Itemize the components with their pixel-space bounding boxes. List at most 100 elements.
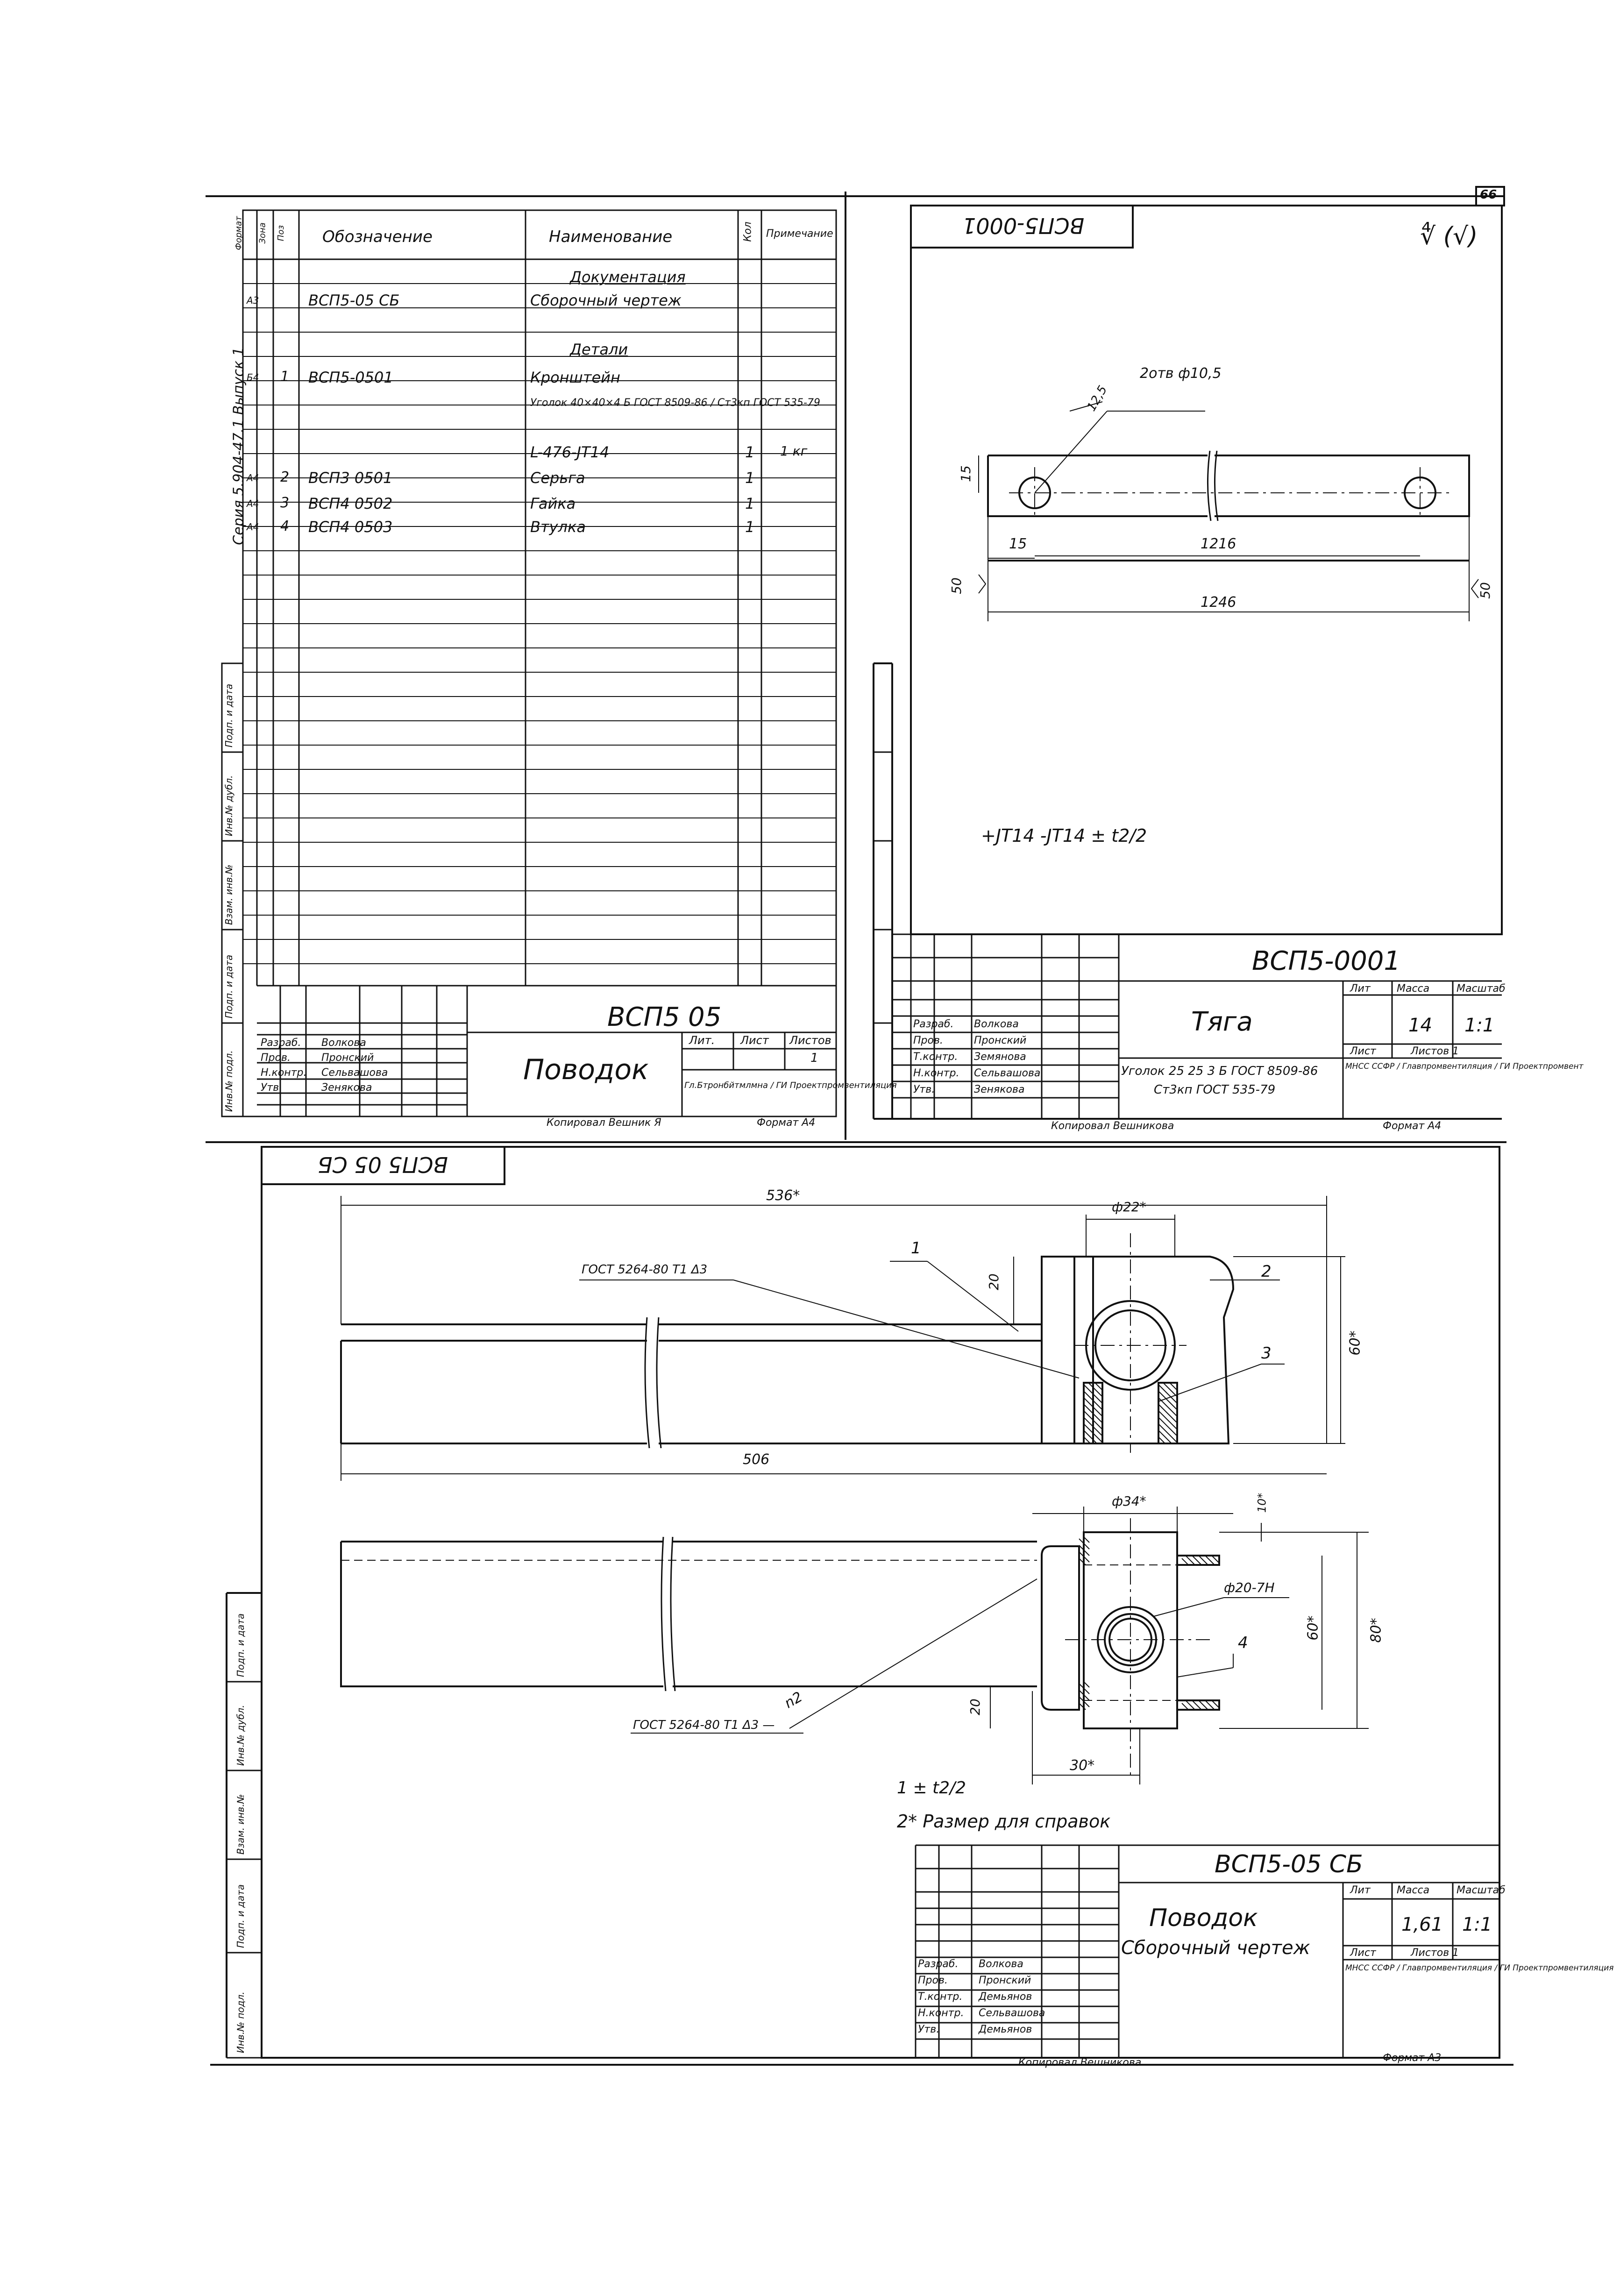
- stamp-role: Т.контр.: [918, 1991, 963, 2003]
- assembly-copied: Копировал Вешникова: [1018, 2057, 1142, 2069]
- assembly-title-sub: Сборочный чертеж: [1121, 1937, 1310, 1959]
- tyaga-mirrored-stamp: ВСП5-0001: [962, 213, 1085, 238]
- spec-row-format: A3: [247, 295, 259, 306]
- assembly-dim-h60b: 60*: [1305, 1615, 1322, 1641]
- assembly-sheets-label: Листов 1: [1411, 1947, 1459, 1959]
- spec-header-pos: Поз: [276, 225, 286, 242]
- stamp-role: Н.контр.: [918, 2007, 964, 2019]
- assembly-col-scale: Масштаб: [1457, 1884, 1506, 1896]
- assembly-mass: 1,61: [1401, 1914, 1443, 1935]
- assembly-dim-total: 536*: [766, 1187, 800, 1204]
- spec-row-note: 1 кг: [780, 443, 808, 459]
- stamp-role: Н.контр.: [261, 1067, 307, 1079]
- spec-row-name: L-476-JT14: [530, 443, 610, 461]
- spec-header-format: Формат: [234, 216, 244, 250]
- assembly-title-name: Поводок: [1149, 1904, 1258, 1932]
- assembly-top-view: [340, 1256, 1235, 1449]
- stamp-name: Пронский: [974, 1035, 1027, 1046]
- assembly-note-2: 2* Размер для справок: [897, 1811, 1111, 1832]
- spec-header-name: Наименование: [549, 227, 673, 246]
- tyaga-material-2: Ст3кп ГОСТ 535-79: [1154, 1083, 1276, 1097]
- tyaga-dim-total: 1246: [1201, 594, 1236, 611]
- spec-row-qty: 1: [745, 518, 755, 536]
- tyaga-dim-h15: 15: [958, 465, 973, 482]
- assembly-col-mass: Масса: [1397, 1884, 1430, 1896]
- assembly-dim-h20b: 20: [967, 1699, 983, 1715]
- tyaga-dim-span: 1216: [1201, 536, 1236, 552]
- spec-list-label: Лист: [740, 1034, 769, 1047]
- leader-4: 4: [1238, 1634, 1248, 1652]
- stamp-role: Пров.: [918, 1975, 948, 1986]
- stamp-role: Н.контр.: [913, 1067, 959, 1079]
- spec-row-designation: ВСП5-0501: [308, 369, 393, 386]
- stamp-name: Волкова: [321, 1037, 366, 1049]
- side-label: Подп. и дата: [223, 683, 234, 747]
- tyaga-tolerance-note: +JT14 -JT14 ± t2/2: [981, 825, 1147, 846]
- spec-row-pos: 1: [280, 369, 290, 385]
- spec-listov-label: Листов: [789, 1034, 831, 1047]
- side-label: Подп. и дата: [223, 954, 234, 1018]
- assembly-scale: 1:1: [1462, 1914, 1492, 1935]
- assembly-dim-d34: ф34*: [1112, 1493, 1146, 1509]
- tyaga-org: МНСС ССФР / Главпромвентиляция / ГИ Прое…: [1345, 1062, 1584, 1071]
- spec-row-designation: ВСП4 0502: [308, 495, 393, 512]
- tyaga-sheet-label: Лист: [1350, 1045, 1376, 1057]
- spec-row-format: A4: [247, 521, 259, 533]
- stamp-name: Демьянов: [979, 2024, 1032, 2035]
- tyaga-title-code: ВСП5-0001: [1252, 946, 1400, 976]
- side-label: Подп. и дата: [235, 1613, 246, 1677]
- stamp-role: Разраб.: [261, 1037, 301, 1049]
- side-label: Взам. инв.№: [223, 864, 234, 925]
- assembly-binding-strip: [227, 1681, 262, 2059]
- spec-row-qty: 1: [745, 495, 755, 512]
- tyaga-dim-w50: 50: [948, 577, 964, 594]
- spec-title-code: ВСП5 05: [607, 1002, 722, 1032]
- spec-row-designation: ВСП5-05 СБ: [308, 291, 400, 309]
- tyaga-scale: 1:1: [1464, 1015, 1495, 1036]
- weld-note-1: ГОСТ 5264-80 Т1 Δ3: [582, 1263, 708, 1277]
- weld-note-2: ГОСТ 5264-80 Т1 Δ3 —: [633, 1718, 775, 1732]
- tyaga-format: Формат А4: [1383, 1120, 1442, 1132]
- stamp-role: Утв.: [918, 2024, 940, 2035]
- stamp-role: Утв.: [913, 1084, 935, 1095]
- assembly-dim-d22: ф22*: [1112, 1199, 1146, 1215]
- tyaga-frame: [873, 186, 1505, 1120]
- spec-title-name: Поводок: [523, 1053, 649, 1086]
- assembly-top-hatch: [1083, 1382, 1178, 1444]
- spec-title-block: [257, 985, 836, 1116]
- tyaga-centerlines: [1009, 467, 1453, 519]
- spec-header-note: Примечание: [766, 228, 833, 240]
- spec-row-qty: 1: [745, 443, 755, 461]
- side-label: Инв.№ подл.: [223, 1050, 234, 1112]
- tyaga-dim-offset15: 15: [1009, 536, 1027, 552]
- tyaga-col-scale: Масштаб: [1457, 983, 1506, 995]
- tyaga-title-name: Тяга: [1191, 1007, 1253, 1037]
- tyaga-sheets-label: Листов 1: [1411, 1045, 1459, 1057]
- tyaga-title-block: [892, 933, 1502, 1119]
- assembly-col-lit: Лит: [1350, 1884, 1371, 1896]
- assembly-top-centerline: [1074, 1233, 1187, 1453]
- assembly-dim-w30: 30*: [1070, 1757, 1095, 1774]
- stamp-name: Сельвашова: [979, 2007, 1045, 2019]
- spec-listov-value: 1: [810, 1051, 818, 1065]
- leader-2: 2: [1261, 1262, 1272, 1281]
- tyaga-binding-strip: [874, 751, 892, 1024]
- spec-header-designation: Обозначение: [322, 227, 433, 246]
- spec-row-name: Детали: [570, 341, 628, 358]
- leader-3: 3: [1261, 1344, 1272, 1363]
- tyaga-col-mass: Масса: [1397, 983, 1430, 995]
- assembly-top-dims: [341, 1196, 1345, 1481]
- stamp-name: Зенякова: [321, 1082, 372, 1094]
- side-label: Взам. инв.№: [235, 1794, 246, 1855]
- series-label: Серия 5.904-47.1 Выпуск 1: [230, 347, 247, 545]
- spec-row-name: Кронштейн: [530, 369, 620, 386]
- spec-header-zone: Зона: [257, 222, 268, 244]
- assembly-dim-len506: 506: [743, 1451, 770, 1468]
- spec-row-name: Серьга: [530, 469, 585, 487]
- spec-row-name: Уголок 40×40×4 Б ГОСТ 8509-86 / Ст3кп ГО…: [530, 397, 820, 409]
- spec-row-format: Б4: [247, 372, 259, 383]
- stamp-role: Утв.: [261, 1082, 283, 1094]
- spec-row-designation: ВСП3 0501: [308, 469, 393, 487]
- spec-row-qty: 1: [745, 469, 755, 487]
